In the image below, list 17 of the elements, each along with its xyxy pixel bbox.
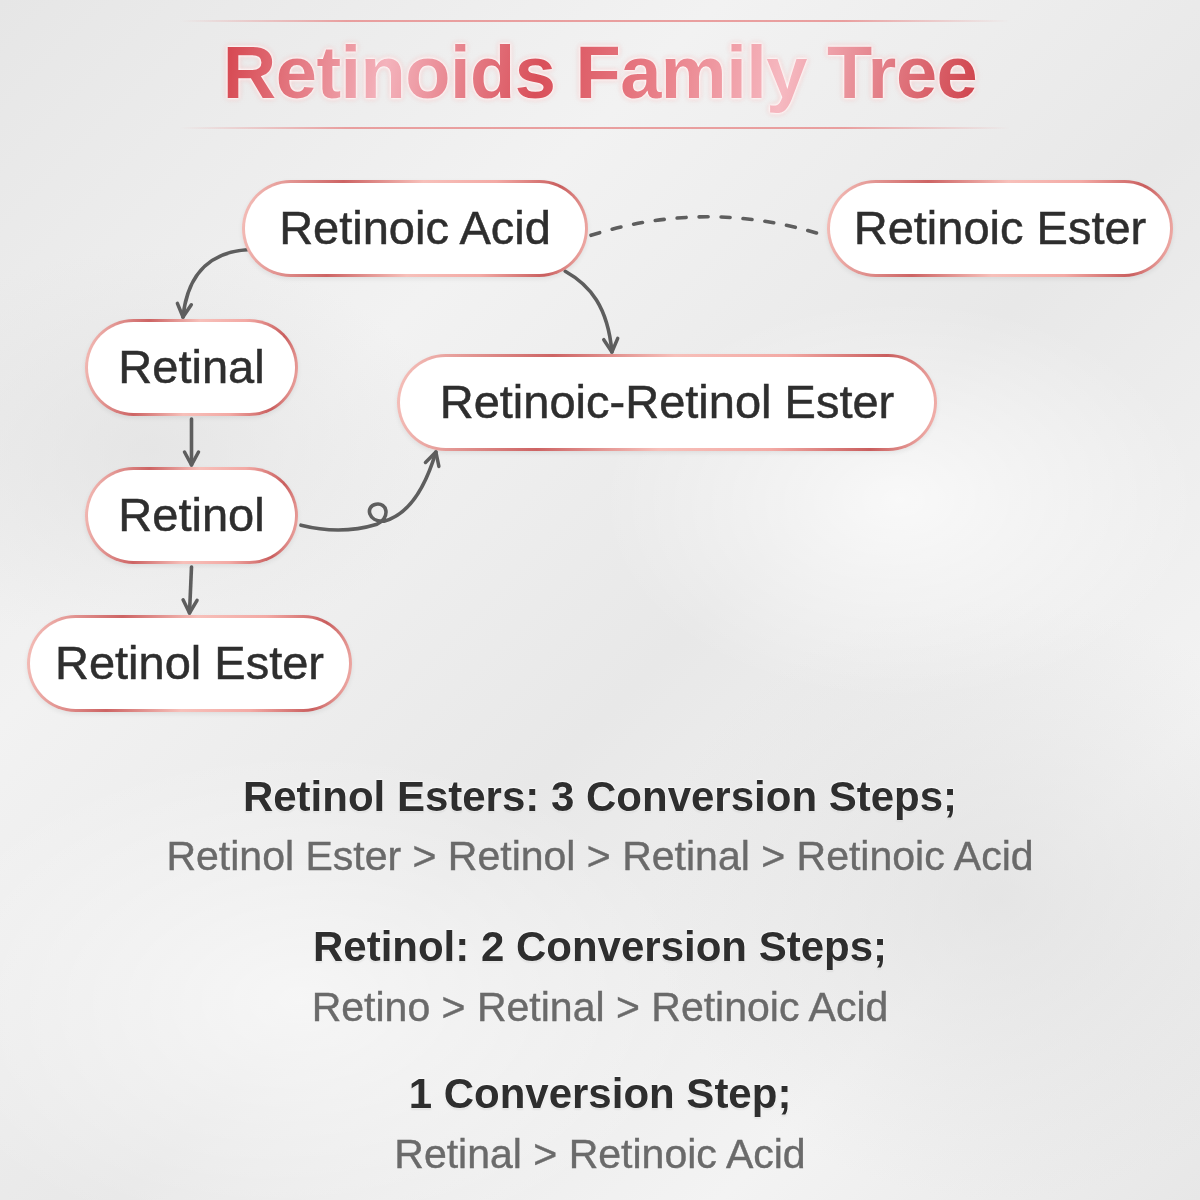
node-label: Retinoic-Retinol Ester [439, 375, 895, 430]
node-label: Retinoic Ester [853, 201, 1147, 256]
arrow [176, 248, 249, 319]
conversion-path: Retinol Ester > Retinol > Retinal > Retinoic Acid [166, 832, 1034, 881]
step-heading: 1 Conversion Step; [408, 1069, 792, 1119]
node-label: Retinal [118, 340, 265, 395]
arrow [182, 417, 201, 467]
arrow [563, 269, 620, 354]
step-heading: Retinol: 2 Conversion Steps; [312, 922, 888, 972]
arrow [299, 450, 441, 532]
conversion-path: Retino > Retinal > Retinoic Acid [311, 983, 889, 1032]
conversion-path: Retinal > Retinoic Acid [394, 1130, 806, 1179]
node-label: Retinol [118, 488, 265, 543]
node-label: Retinoic Acid [279, 201, 551, 256]
arrow [181, 565, 199, 615]
node-label: Retinol Ester [54, 636, 325, 691]
step-heading: Retinol Esters: 3 Conversion Steps; [242, 772, 958, 822]
